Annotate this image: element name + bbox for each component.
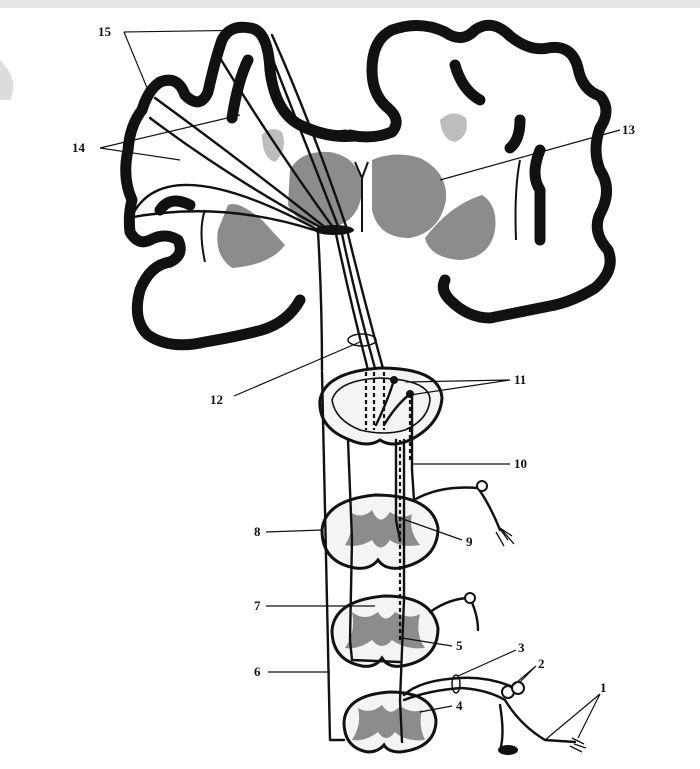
label-8: 8 (254, 524, 261, 539)
label-9: 9 (466, 534, 473, 549)
spinal-segment-upper (320, 368, 442, 444)
right-thalamus (372, 154, 446, 238)
peripheral-nerve-b (500, 705, 503, 750)
label-5: 5 (456, 638, 463, 653)
label-10: 10 (514, 456, 527, 471)
label-15: 15 (98, 24, 112, 39)
left-gyrus-inner-2 (160, 201, 190, 210)
leader-14 (100, 115, 240, 160)
right-gyrus-inner-3 (455, 65, 480, 100)
thoracic-ganglion (465, 593, 475, 603)
leader-8 (266, 530, 322, 532)
muscle-ending (498, 745, 518, 755)
tract-descending-d (348, 234, 384, 372)
right-gyrus-inner (535, 150, 540, 240)
cervical-ganglion (477, 481, 487, 491)
label-3: 3 (518, 640, 525, 655)
right-caudate (440, 113, 467, 142)
spinal-segment-lumbar (344, 692, 436, 752)
skin-receptor (570, 738, 586, 752)
spinal-segment-cervical (322, 495, 438, 568)
left-edge-shadow (0, 60, 13, 100)
right-gyrus-inner-2 (510, 120, 520, 148)
tract-descending-c (342, 234, 376, 372)
label-1: 1 (600, 680, 607, 695)
tract-descending-a (318, 232, 322, 370)
peripheral-nerve-a (505, 700, 575, 742)
label-4: 4 (456, 698, 463, 713)
label-6: 6 (254, 664, 261, 679)
dorsal-root-ganglion-b (512, 682, 524, 694)
leader-3 (458, 650, 516, 676)
label-2: 2 (538, 656, 545, 671)
leader-1 (545, 694, 600, 740)
label-13: 13 (622, 122, 636, 137)
label-12: 12 (210, 392, 223, 407)
top-edge-shadow (0, 0, 700, 8)
label-11: 11 (514, 372, 526, 387)
nucleus-dot-a (390, 376, 398, 384)
label-7: 7 (254, 598, 261, 613)
internal-capsule-right (516, 160, 521, 240)
label-14: 14 (72, 140, 86, 155)
left-caudate (262, 129, 284, 162)
internal-capsule-left (202, 210, 206, 262)
